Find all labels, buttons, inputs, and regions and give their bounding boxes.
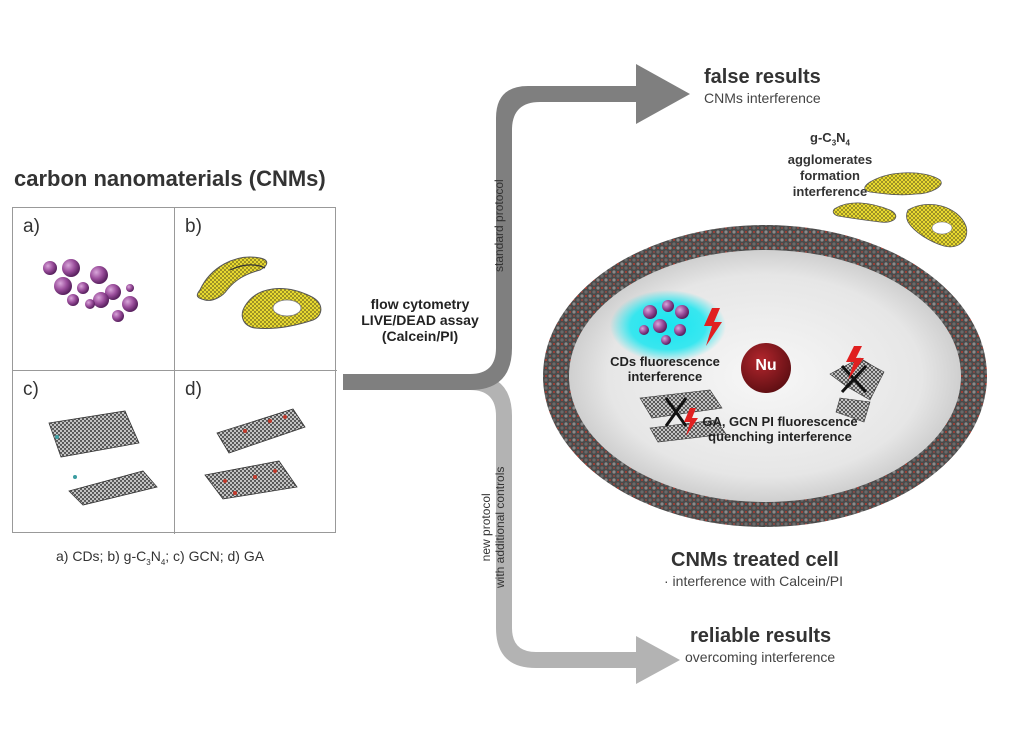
- cross-mark-icon: [664, 397, 688, 427]
- agg-line1: g-C3N4: [810, 130, 850, 148]
- calcein-glow: [610, 290, 726, 362]
- standard-protocol-label: standard protocol: [492, 179, 506, 272]
- assay-line3: (Calcein/PI): [381, 328, 459, 344]
- pi-line2: quenching interference: [708, 429, 852, 444]
- cnm-grid: a) b): [12, 207, 337, 534]
- nucleus-label: Nu: [755, 357, 777, 374]
- agglomerates-illustration: [832, 172, 968, 248]
- carbon-dots-illustration: [43, 259, 138, 322]
- cds-fluorescence-label: CDs fluorescence interference: [600, 354, 730, 384]
- lightning-icon: [846, 346, 864, 380]
- panel-a: a): [13, 208, 175, 371]
- caption-part3: ; c) GCN; d) GA: [165, 548, 265, 564]
- cnm-title: carbon nanomaterials (CNMs): [14, 166, 326, 191]
- caption-part1: a) CDs; b) g-C: [56, 548, 147, 564]
- false-results-sub: CNMs interference: [704, 90, 821, 106]
- gcn-illustration: [48, 410, 158, 506]
- pi-line1: GA, GCN PI fluorescence: [702, 414, 858, 429]
- reliable-results-sub: overcoming interference: [685, 649, 836, 665]
- agglomerates-label: g-C3N4 agglomerates formation interferen…: [770, 130, 890, 200]
- cell-title: CNMs treated cell: [671, 549, 839, 571]
- ga-illustration: [204, 408, 306, 500]
- false-results-title: false results: [704, 66, 821, 88]
- agg-line4: interference: [792, 183, 868, 199]
- panel-b-label: b): [185, 216, 202, 237]
- upper-arrow: [343, 64, 690, 390]
- panel-c-label: c): [23, 379, 39, 400]
- cnm-caption: a) CDs; b) g-C3N4; c) GCN; d) GA: [56, 548, 264, 567]
- cds-line1: CDs fluorescence: [610, 354, 720, 369]
- panel-d: d): [175, 371, 337, 534]
- cds-in-cell: [639, 300, 689, 345]
- treated-cell-illustration: [543, 225, 987, 527]
- reliable-results-title: reliable results: [690, 625, 832, 647]
- nucleus: [741, 343, 791, 393]
- cell-subtitle: · interference with Calcein/PI: [664, 573, 843, 589]
- lightning-icon: [684, 408, 698, 436]
- assay-label: flow cytometry LIVE/DEAD assay (Calcein/…: [345, 296, 495, 344]
- new-protocol-line2: with additional controls: [493, 466, 507, 588]
- new-protocol-line1: new protocol: [479, 493, 493, 562]
- agg-line3: formation: [800, 167, 860, 183]
- caption-sub1: 3: [146, 557, 151, 567]
- panel-a-label: a): [23, 216, 40, 237]
- new-protocol-label: new protocol with additional controls: [479, 467, 507, 588]
- assay-line2: LIVE/DEAD assay: [361, 312, 479, 328]
- cds-line2: interference: [627, 369, 703, 384]
- lower-arrow: [343, 374, 680, 684]
- cross-mark-icon: [840, 364, 868, 394]
- caption-part2: N: [150, 548, 161, 564]
- caption-sub2: 4: [160, 557, 166, 567]
- panel-c: c): [13, 371, 175, 534]
- lightning-icon: [704, 308, 722, 346]
- panel-b: b): [175, 208, 337, 371]
- pi-quenching-label: GA, GCN PI fluorescence quenching interf…: [680, 414, 880, 444]
- agg-line2: agglomerates: [787, 151, 873, 167]
- g-c3n4-illustration: [196, 256, 322, 329]
- assay-line1: flow cytometry: [370, 296, 470, 312]
- panel-d-label: d): [185, 379, 202, 400]
